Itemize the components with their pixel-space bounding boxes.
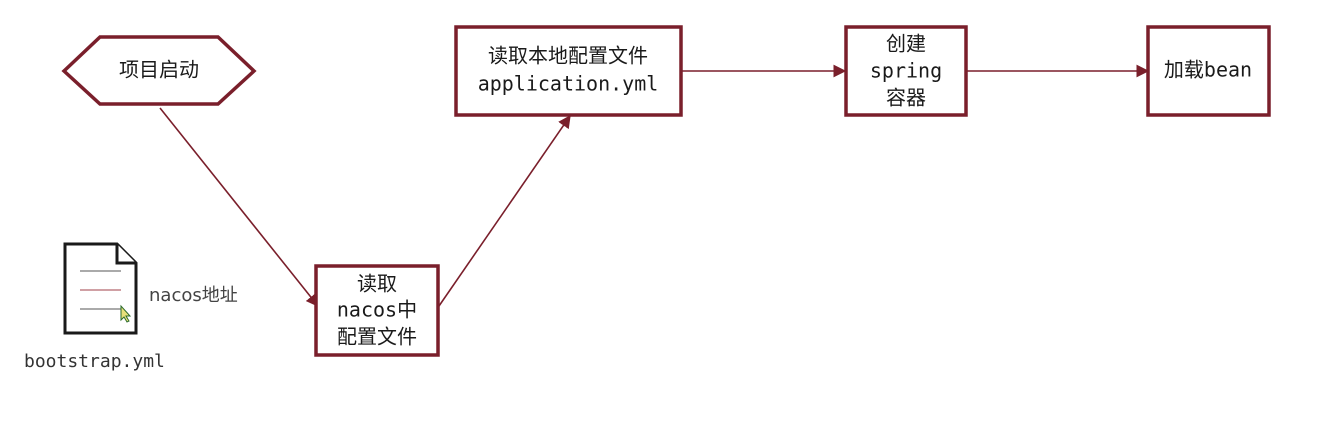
node-read-nacos-line-3: 配置文件 [337,325,417,349]
node-load-bean-line-1: 加载bean [1164,58,1252,82]
document-body [63,242,138,335]
start-hexagon [61,35,257,106]
node-read-nacos: 读取 nacos中 配置文件 [314,264,440,357]
cursor-icon [120,304,132,323]
node-create-spring-line-3: 容器 [886,86,926,110]
node-read-nacos-line-2: nacos中 [337,298,417,322]
note-file-name: bootstrap.yml [24,351,165,372]
document-icon [63,242,138,335]
node-start: 项目启动 [61,35,257,106]
node-create-spring: 创建 spring 容器 [844,25,968,117]
node-read-nacos-line-1: 读取 [357,272,397,296]
load-bean-box [1146,25,1271,117]
edge-read-nacos-to-read-local [438,114,571,307]
node-load-bean: 加载bean [1146,25,1271,117]
node-start-line-1: 项目启动 [119,58,199,82]
create-spring-box [844,25,968,117]
note-caption: nacos地址 [149,285,238,306]
bootstrap-note: nacos地址 bootstrap.yml [24,242,238,372]
node-read-local-line-1: 读取本地配置文件 [488,44,648,68]
read-local-box [454,25,683,117]
node-read-local: 读取本地配置文件 application.yml [454,25,683,117]
node-read-local-line-2: application.yml [478,72,659,96]
node-create-spring-line-2: spring [870,59,942,83]
read-nacos-box [314,264,440,357]
document-fold [115,244,136,265]
edge-start-to-read-nacos [159,107,319,308]
node-create-spring-line-1: 创建 [886,32,926,56]
